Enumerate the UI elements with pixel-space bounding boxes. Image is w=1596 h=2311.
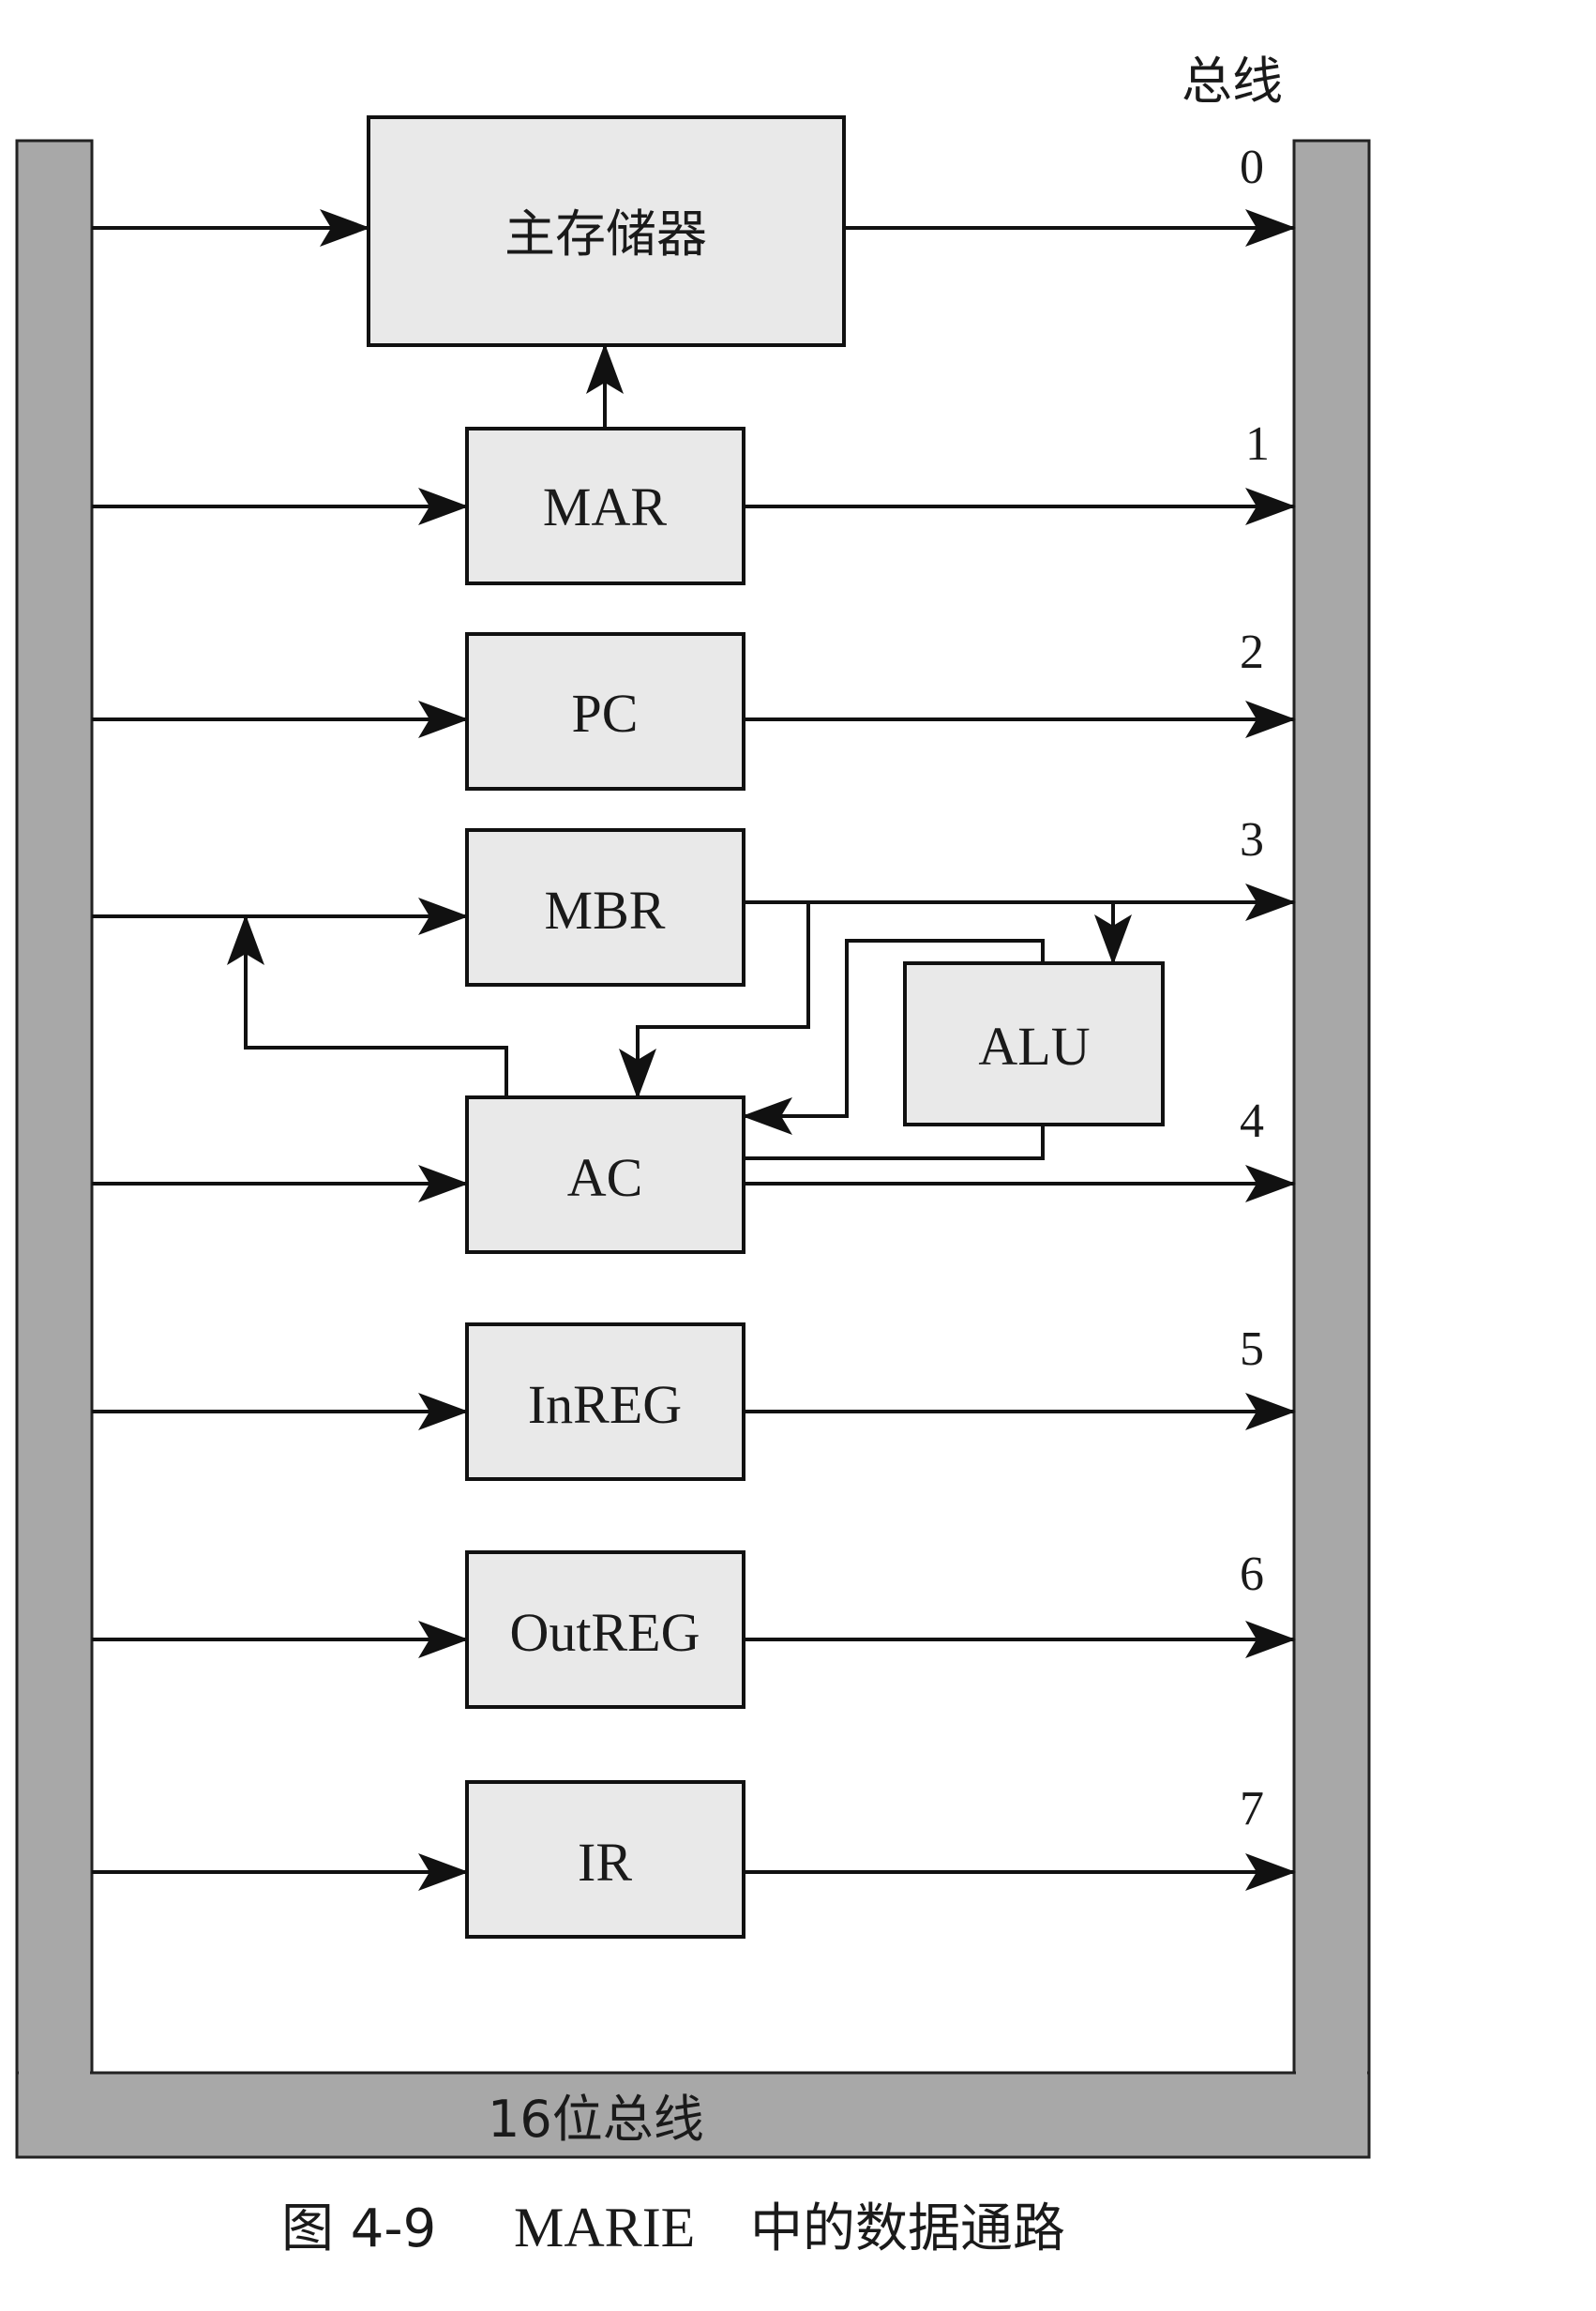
inreg-label: InREG <box>528 1374 682 1435</box>
bus-line-numbers: 0 1 2 3 4 5 6 7 <box>1240 141 1270 1835</box>
arrow-mbr-to-ac <box>619 902 810 1099</box>
caption-title-cjk: 中的数据通路 <box>750 2198 1065 2259</box>
bus-line-5: 5 <box>1240 1322 1264 1376</box>
alu-box <box>903 961 1165 1126</box>
bus-input-arrows <box>92 209 469 1891</box>
bus-left-rail <box>15 139 94 2159</box>
outreg-label: OutREG <box>510 1602 700 1663</box>
caption-title-latin: MARIE <box>514 2197 695 2258</box>
bus-line-1: 1 <box>1245 417 1270 471</box>
internal-connections <box>227 343 1132 1160</box>
bus-line-6: 6 <box>1240 1548 1264 1601</box>
arrow-alu-to-ac <box>742 939 1045 1135</box>
ac-box <box>465 1095 745 1254</box>
line-ac-to-alu <box>744 1125 1045 1160</box>
bus-right-rail <box>1292 139 1371 2159</box>
bus-line-3: 3 <box>1240 813 1264 867</box>
ac-label: AC <box>567 1147 643 1208</box>
memory-box <box>367 115 846 347</box>
bus-line-0: 0 <box>1240 141 1264 194</box>
alu-label: ALU <box>978 1016 1090 1077</box>
arrow-ac-to-mbr <box>227 914 508 1097</box>
memory-label: 主存储器 <box>504 204 707 264</box>
caption-figure-number: 图 4-9 <box>281 2198 436 2259</box>
mar-label: MAR <box>543 476 667 537</box>
mbr-box <box>465 828 745 987</box>
bus-line-4: 4 <box>1240 1095 1264 1148</box>
bus-line-2: 2 <box>1240 626 1264 679</box>
pc-box <box>465 632 745 791</box>
bus-line-7: 7 <box>1240 1782 1264 1835</box>
pc-label: PC <box>572 683 639 744</box>
inreg-box <box>465 1322 745 1481</box>
ir-label: IR <box>578 1832 632 1893</box>
figure-caption: 图 4-9 MARIE 中的数据通路 <box>281 2197 1065 2259</box>
bus-bottom-label: 16位总线 <box>488 2090 704 2149</box>
bus-bottom-rail <box>15 2071 1371 2159</box>
components: 主存储器 MAR PC MBR ALU AC InREG OutREG IR <box>367 115 1165 1939</box>
bus: 总线 16位总线 <box>15 52 1371 2159</box>
bus-top-label: 总线 <box>1182 52 1283 111</box>
mbr-label: MBR <box>545 880 666 941</box>
bus-output-arrows <box>744 209 1296 1891</box>
